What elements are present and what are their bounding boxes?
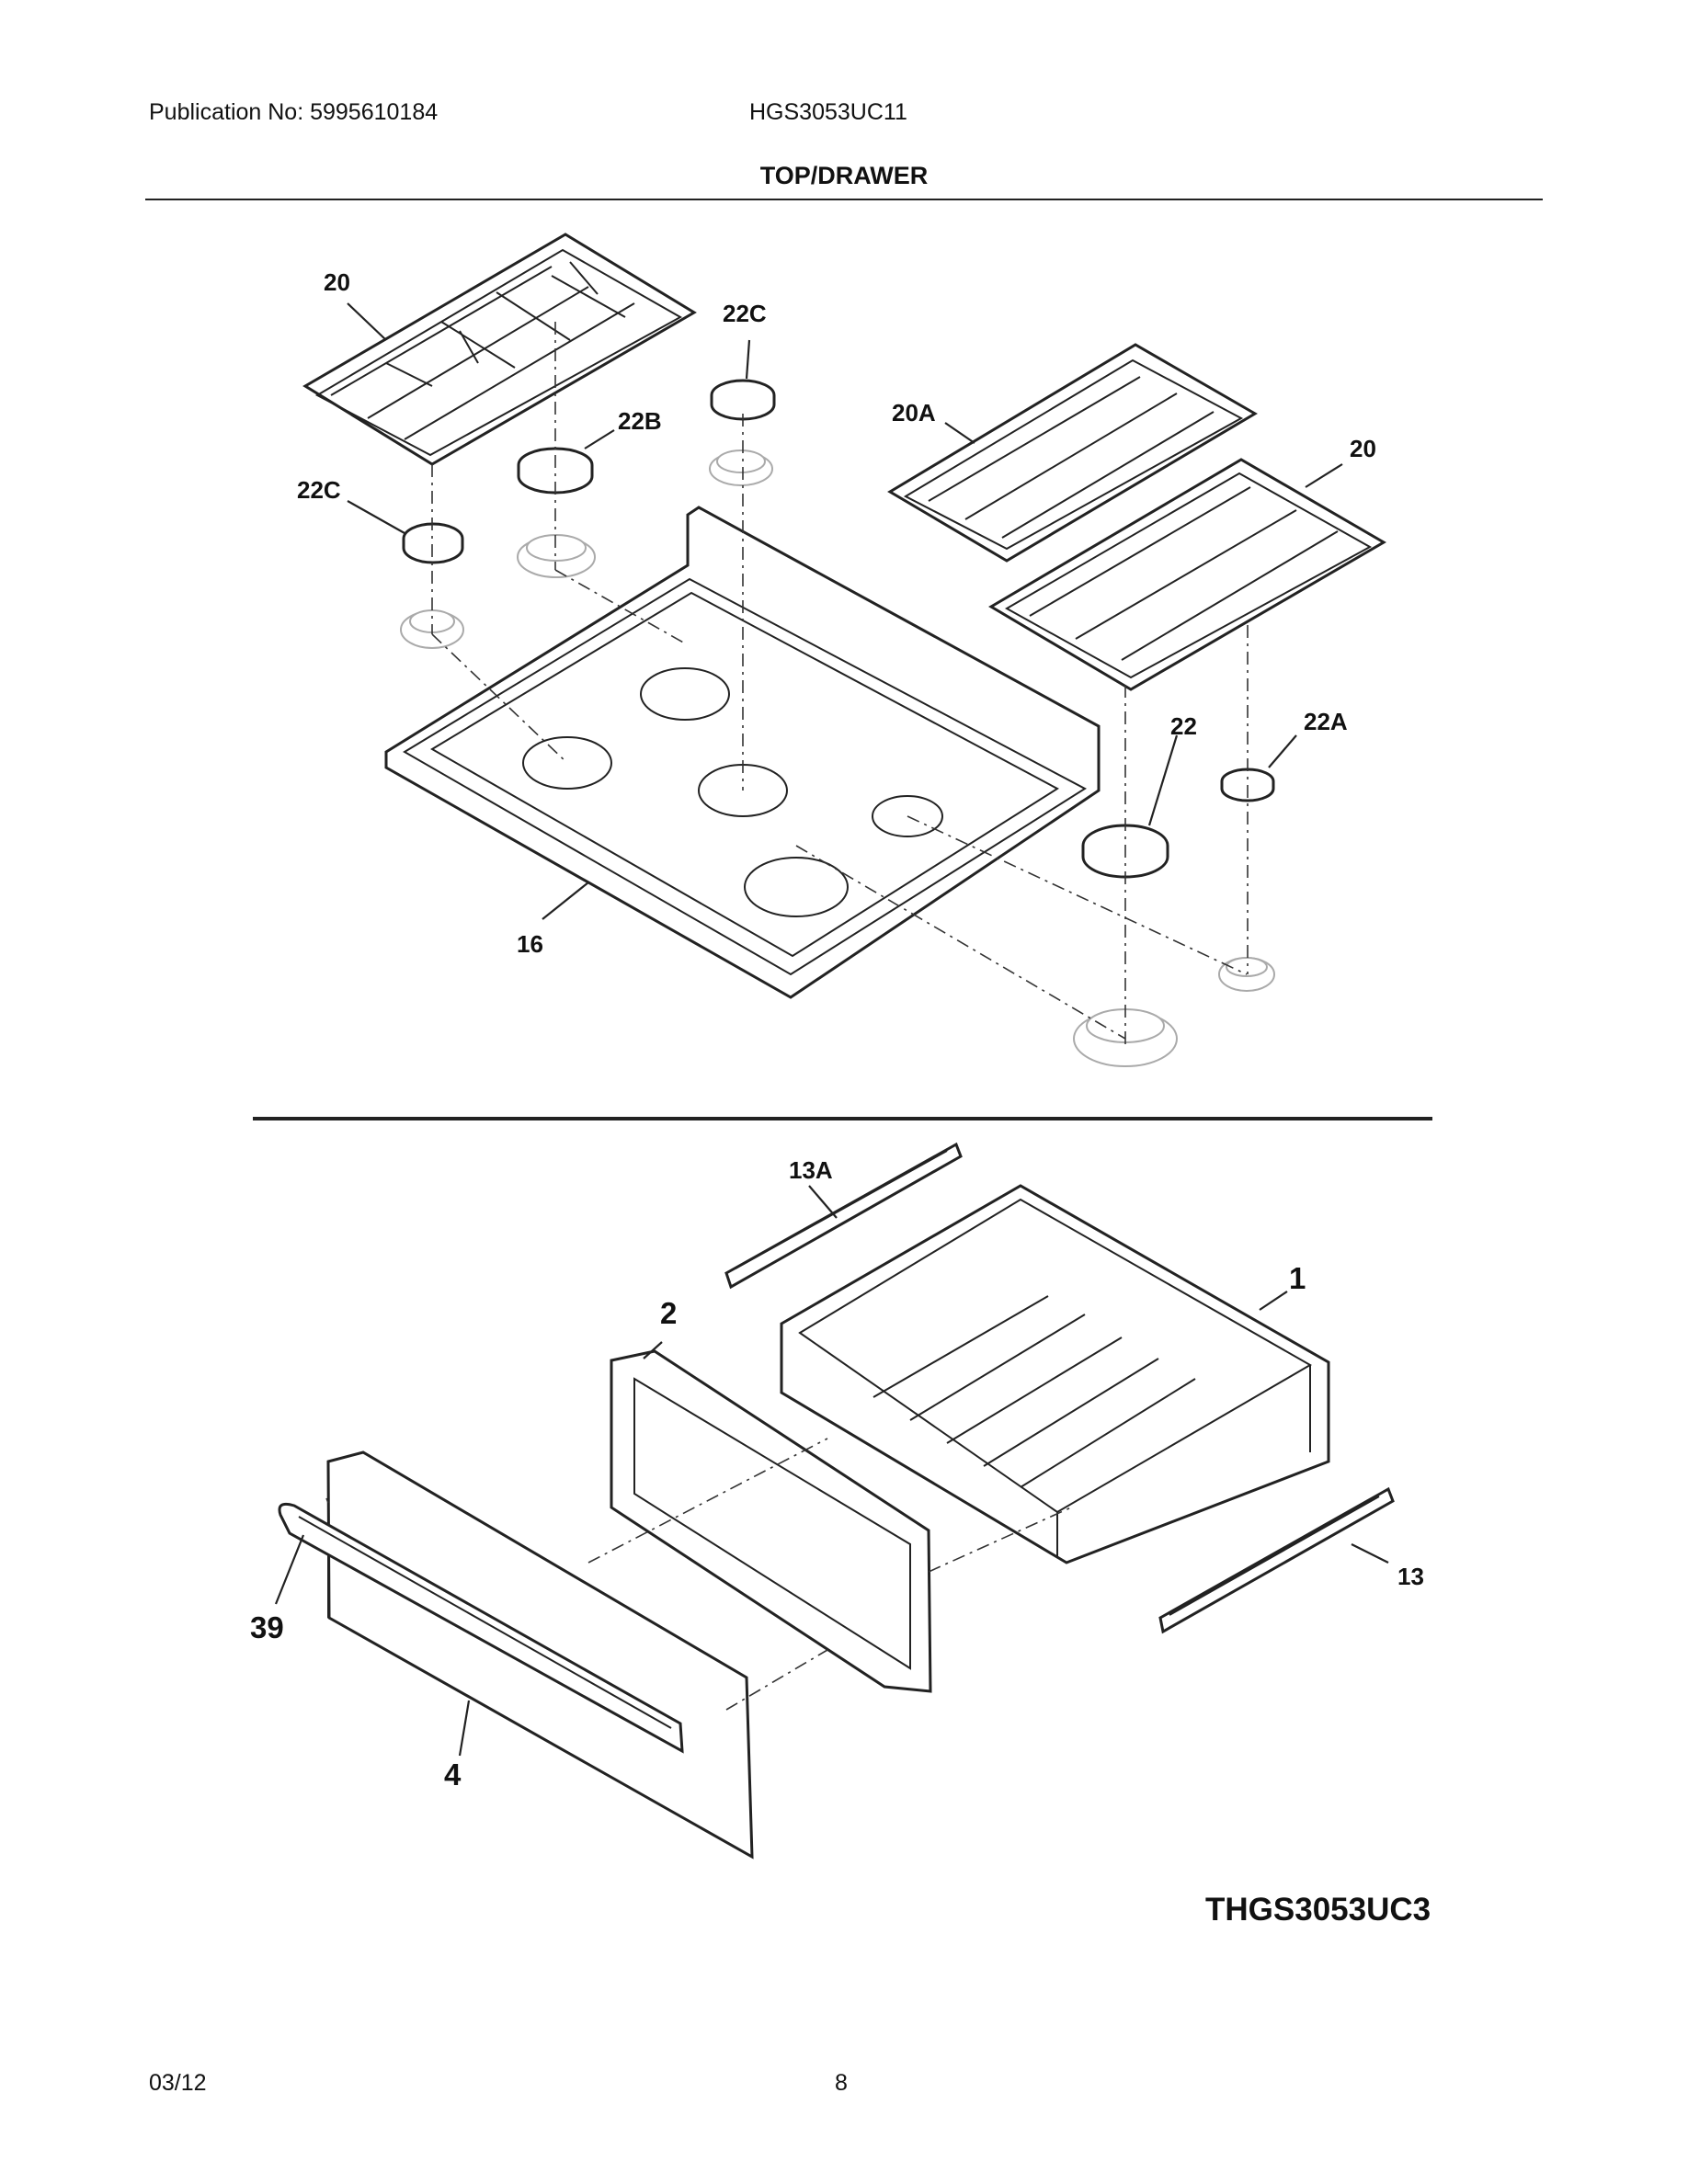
- footer-date: 03/12: [149, 2070, 207, 2096]
- drawer-body-1[interactable]: [780, 1184, 1330, 1564]
- grate-right-front-20[interactable]: [988, 458, 1386, 691]
- grate-right-rear-20a[interactable]: [887, 343, 1258, 563]
- callout-16: 16: [517, 930, 543, 958]
- drawer-handle-39[interactable]: [278, 1502, 684, 1754]
- burner-cap-22c-top[interactable]: [710, 379, 776, 421]
- assembly-lines-top: [431, 322, 1249, 1048]
- callout-4: 4: [444, 1757, 462, 1792]
- callout-13: 13: [1397, 1563, 1424, 1590]
- callout-13a: 13A: [789, 1156, 833, 1184]
- callout-20-right: 20: [1350, 435, 1376, 462]
- section-title: TOP/DRAWER: [759, 162, 929, 189]
- callout-1: 1: [1289, 1261, 1306, 1295]
- leader-lines-bottom: [274, 1185, 1389, 1757]
- model-number: HGS3053UC11: [749, 99, 907, 125]
- callout-22b: 22B: [618, 407, 662, 435]
- burner-head-ghost-2: [517, 534, 596, 578]
- grate-left-rear[interactable]: [302, 233, 697, 466]
- publication-number: Publication No: 5995610184: [149, 99, 439, 125]
- callout-22: 22: [1170, 712, 1197, 740]
- callout-20a: 20A: [892, 399, 936, 427]
- callout-22c-top: 22C: [723, 300, 767, 327]
- callout-20-left: 20: [324, 268, 350, 296]
- drawer-frame-2[interactable]: [610, 1349, 932, 1693]
- callout-22a: 22A: [1304, 708, 1348, 735]
- burner-cap-22c-left[interactable]: [402, 522, 464, 564]
- drawer-rail-13a[interactable]: [724, 1142, 963, 1290]
- callout-2: 2: [660, 1296, 678, 1330]
- section-divider: [253, 1117, 1432, 1120]
- callout-22c-left: 22C: [297, 476, 341, 504]
- drawer-rail-13[interactable]: [1158, 1486, 1395, 1634]
- callout-39: 39: [250, 1610, 284, 1644]
- assembly-lines-bottom: [325, 1438, 1072, 1711]
- page-number: 8: [835, 2070, 848, 2096]
- leader-lines-top: [347, 302, 1343, 920]
- header-divider: [145, 199, 1543, 200]
- burner-head-ghost-1: [709, 449, 773, 486]
- diagram-code: THGS3053UC3: [1205, 1892, 1431, 1928]
